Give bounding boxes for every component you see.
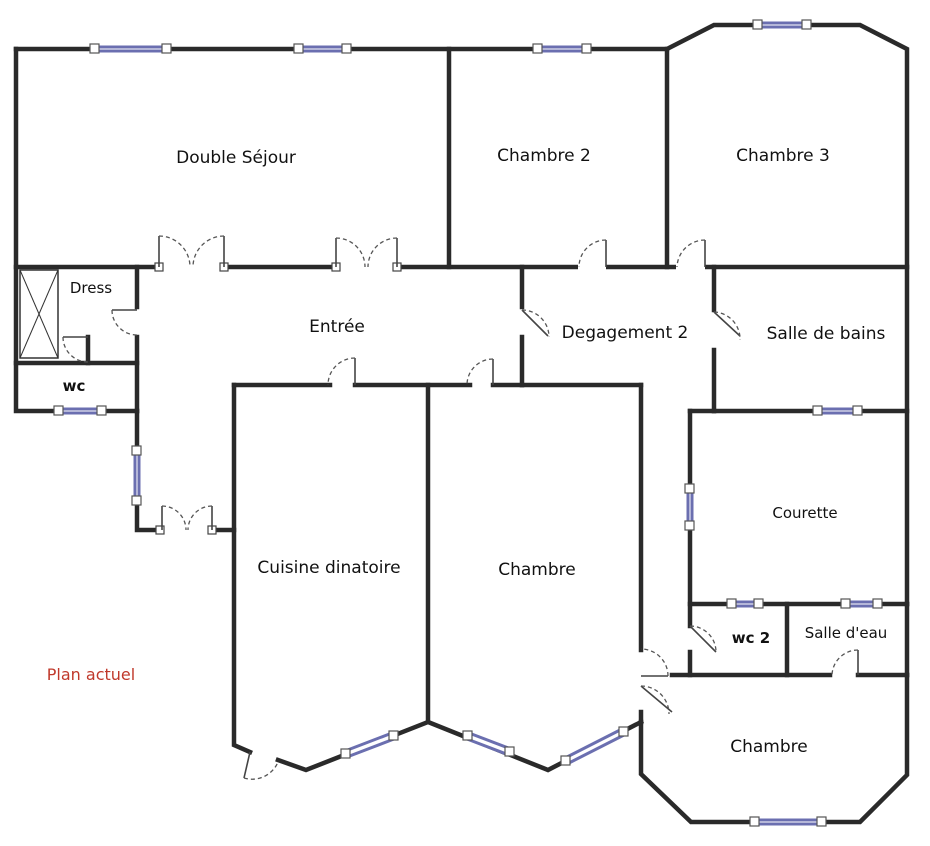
label-wc: wc (63, 377, 86, 395)
plan-caption: Plan actuel (47, 665, 135, 684)
window (53, 405, 107, 416)
door (62, 336, 89, 363)
double-door (154, 235, 229, 272)
dress-cupboard (19, 269, 59, 359)
door (640, 685, 673, 715)
walls (13, 22, 910, 825)
window (752, 19, 812, 30)
label-entree: Entrée (309, 317, 365, 337)
door (521, 309, 550, 338)
label-chambre-3: Chambre 3 (736, 146, 830, 166)
label-degagement-2: Degagement 2 (562, 323, 689, 343)
window (532, 43, 592, 54)
window (560, 726, 629, 766)
window (131, 445, 142, 506)
label-wc-2: wc 2 (732, 629, 770, 647)
wall-cuisine-bottom (275, 719, 431, 773)
room-labels: Double Séjour Chambre 2 Chambre 3 Dress … (63, 146, 888, 757)
doors (62, 235, 859, 780)
label-double-sejour: Double Séjour (176, 148, 296, 168)
window (462, 730, 515, 757)
label-courette: Courette (772, 504, 837, 522)
door (676, 239, 706, 271)
door (111, 309, 138, 336)
door (578, 239, 607, 271)
door (640, 648, 669, 677)
door (243, 751, 279, 780)
window (812, 405, 863, 416)
double-door (331, 237, 402, 272)
window (840, 598, 883, 609)
wall-left-outer (13, 46, 140, 414)
label-chambre-2: Chambre 2 (497, 146, 591, 166)
window (89, 43, 172, 54)
wall-cuisine-left (231, 382, 253, 755)
door (713, 311, 741, 341)
double-door (155, 505, 217, 535)
window (684, 483, 695, 531)
windows (53, 19, 883, 827)
wall-chambre-bottom (425, 718, 645, 773)
door (327, 357, 356, 386)
wall-chambre3-outline (663, 22, 910, 414)
door (689, 625, 717, 653)
door (831, 649, 859, 676)
label-salle-d-eau: Salle d'eau (805, 624, 888, 642)
label-dress: Dress (70, 279, 112, 297)
window (340, 730, 399, 759)
window (726, 598, 764, 609)
window (293, 43, 352, 54)
door (466, 358, 494, 386)
label-salle-de-bains: Salle de bains (767, 324, 886, 344)
window (749, 816, 827, 827)
label-chambre-bas: Chambre (730, 737, 808, 757)
label-cuisine-dinatoire: Cuisine dinatoire (257, 558, 400, 578)
label-chambre: Chambre (498, 560, 576, 580)
